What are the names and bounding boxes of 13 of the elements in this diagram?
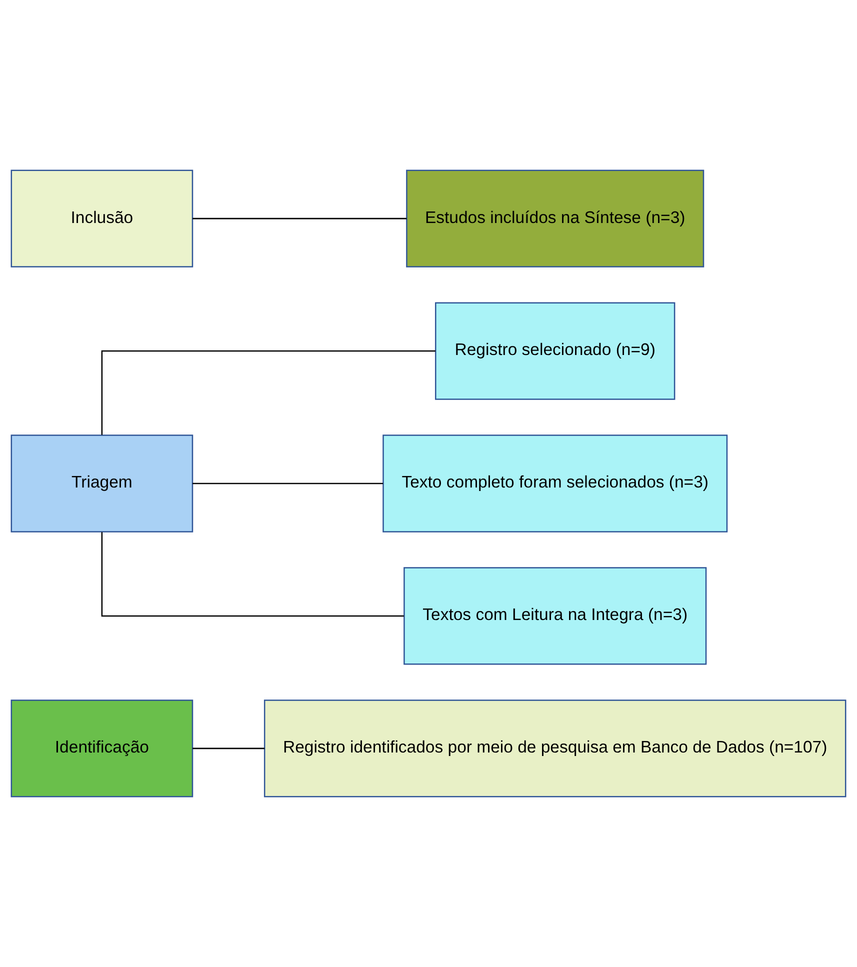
connector [101, 532, 404, 617]
node-box: Texto completo foram selecionados (n=3) [382, 434, 728, 532]
connector [192, 218, 407, 220]
connector [192, 482, 384, 484]
node-box: Triagem [10, 434, 194, 532]
node-box: Identificação [10, 700, 194, 798]
node-box: Estudos incluídos na Síntese (n=3) [406, 170, 704, 268]
node-box: Registro selecionado (n=9) [435, 302, 676, 400]
node-box: Inclusão [10, 170, 194, 268]
connector [192, 748, 265, 750]
connector [101, 350, 436, 435]
node-box: Textos com Leitura na Integra (n=3) [404, 567, 707, 665]
node-box: Registro identificados por meio de pesquisa em Banco de Dados (n=107) [264, 700, 846, 798]
